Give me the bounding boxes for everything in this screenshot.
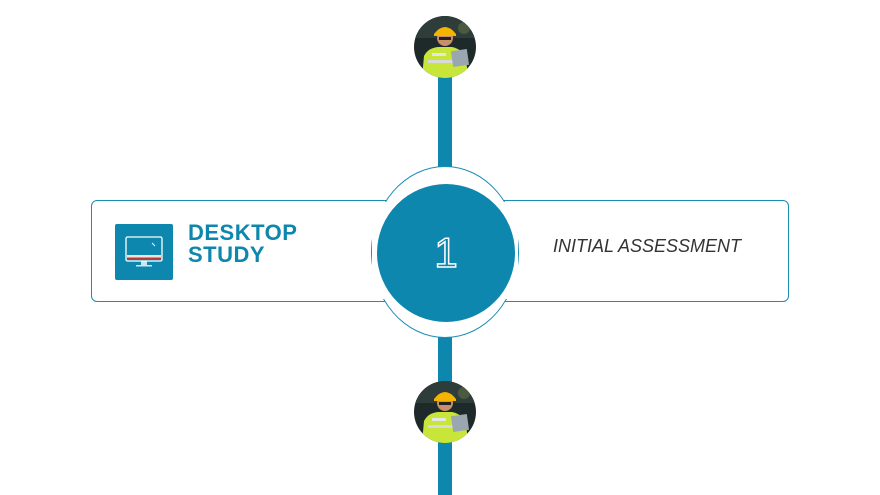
engineer-avatar-top xyxy=(414,16,476,78)
engineer-avatar-bottom xyxy=(414,381,476,443)
step-description: INITIAL ASSESSMENT xyxy=(553,236,742,256)
step-title-line1: DESKTOP xyxy=(188,220,298,245)
step-number-badge: 1 xyxy=(377,184,515,322)
step-title: DESKTOP STUDY xyxy=(188,222,297,266)
step-title-line2: STUDY xyxy=(188,242,266,267)
desktop-monitor-icon xyxy=(115,224,173,280)
step-number: 1 xyxy=(434,228,459,277)
